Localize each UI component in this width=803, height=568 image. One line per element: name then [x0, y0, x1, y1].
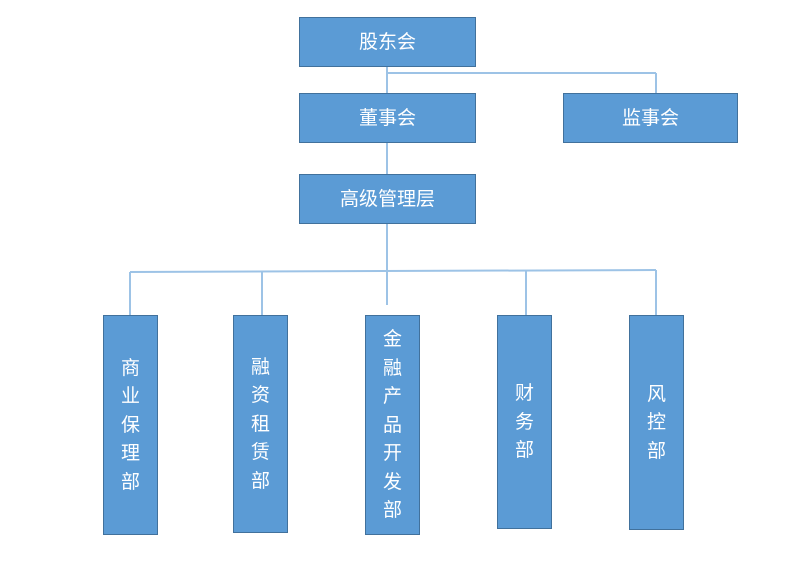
node-department-factoring: 商业保理部: [103, 315, 158, 535]
node-department-finance: 财务部: [497, 315, 552, 529]
node-shareholders-label: 股东会: [358, 30, 416, 53]
department-label: 商业保理部: [120, 356, 140, 493]
node-board-label: 董事会: [358, 106, 416, 129]
node-supervisors-label: 监事会: [621, 106, 679, 129]
node-supervisors: 监事会: [563, 93, 738, 143]
node-department-risk-control: 风控部: [629, 315, 684, 530]
department-label: 融资租赁部: [250, 355, 270, 492]
department-label: 金融产品开发部: [382, 328, 402, 522]
department-label: 财务部: [514, 382, 534, 462]
node-shareholders: 股东会: [299, 17, 476, 67]
node-department-product-development: 金融产品开发部: [365, 315, 420, 535]
connector-department-bus: [129, 269, 657, 273]
node-board: 董事会: [299, 93, 476, 143]
node-department-leasing: 融资租赁部: [233, 315, 288, 533]
node-management-label: 高级管理层: [339, 187, 435, 210]
department-label: 风控部: [646, 382, 666, 462]
node-management: 高级管理层: [299, 174, 476, 224]
